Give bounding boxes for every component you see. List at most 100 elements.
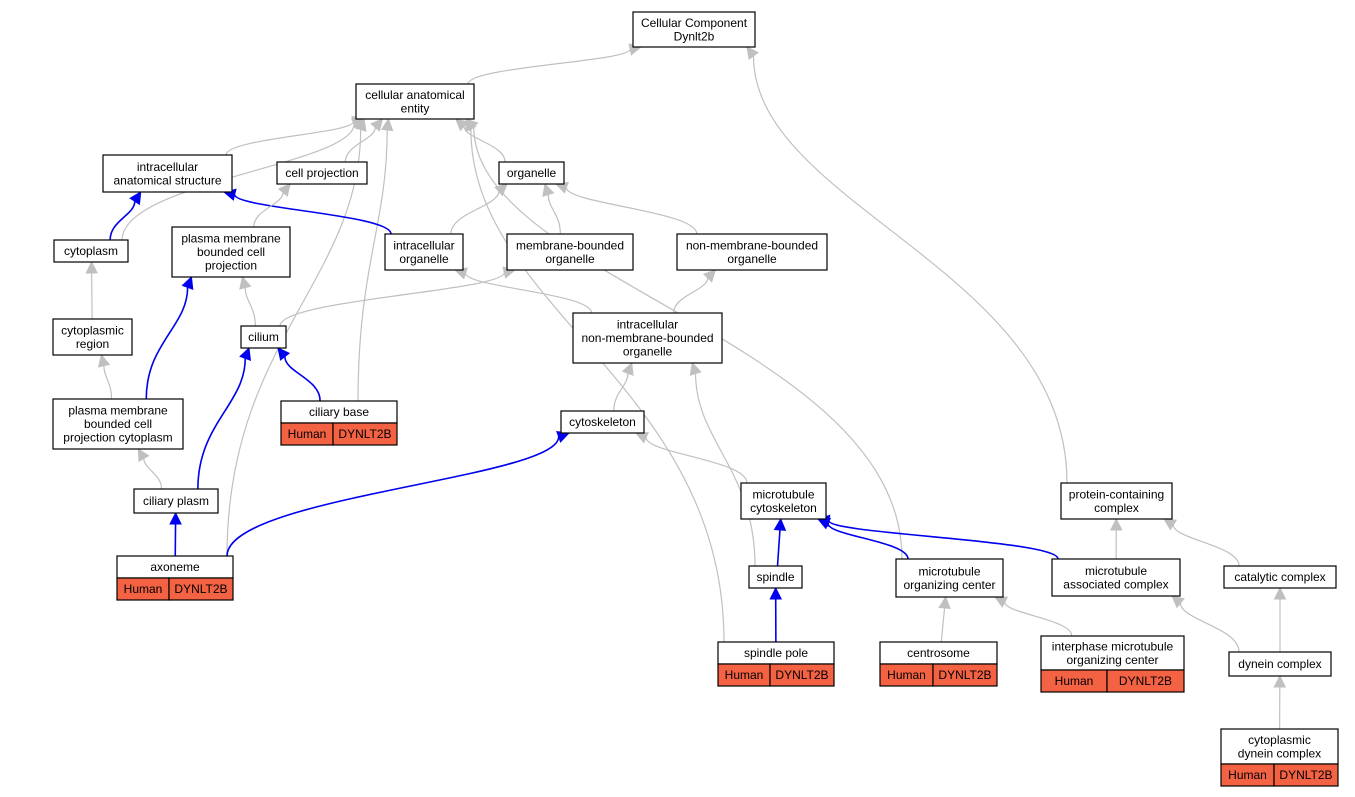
species-label: Human	[124, 582, 163, 596]
edge-line	[226, 436, 560, 557]
node-box	[1060, 482, 1173, 520]
node-label: microtubule	[752, 487, 814, 501]
node-cytoskeleton[interactable]: cytoskeleton	[560, 410, 645, 434]
node-label: cytoskeleton	[750, 501, 817, 515]
edge-spindle-to-microtubule-cytoskeleton	[773, 517, 787, 567]
node-label: ciliary plasm	[143, 494, 209, 508]
node-label: microtubule	[1085, 564, 1147, 578]
node-box	[560, 410, 645, 434]
edge-ciliary-plasm-to-plasma-membrane-bounded-cell-projection-cytoplasm	[137, 448, 163, 490]
gene-badge	[932, 663, 998, 687]
edge-arrowhead	[169, 511, 182, 525]
edge-microtubule-organizing-center-to-microtubule-cytoskeleton	[816, 517, 909, 560]
node-label: plasma membrane	[68, 404, 168, 418]
edge-arrowhead	[773, 517, 787, 531]
edge-protein-containing-complex-to-cellular-component	[746, 46, 1068, 484]
node-label: bounded cell	[84, 417, 152, 431]
node-intracellular-non-membrane-bounded-organelle[interactable]: intracellularnon-membrane-boundedorganel…	[572, 312, 723, 364]
edge-arrowhead	[137, 448, 150, 463]
node-box	[506, 233, 634, 271]
node-box	[748, 565, 803, 589]
edge-plasma-membrane-bounded-cell-projection-cytoplasm-to-cytoplasmic-region	[97, 353, 113, 400]
node-cilium[interactable]: cilium	[240, 325, 287, 349]
node-label: axoneme	[150, 560, 200, 574]
node-catalytic-complex[interactable]: catalytic complex	[1223, 565, 1337, 589]
node-label: centrosome	[907, 646, 970, 660]
edge-line	[694, 373, 756, 567]
node-label: organelle	[727, 252, 777, 266]
node-box	[1040, 635, 1185, 671]
edge-line	[645, 437, 748, 484]
edge-line	[197, 358, 247, 490]
node-label: organelle	[507, 166, 557, 180]
node-label: region	[76, 337, 109, 351]
gene-badge	[769, 663, 835, 687]
node-box	[740, 482, 827, 520]
species-label: Human	[887, 668, 926, 682]
node-label: organelle	[623, 345, 673, 359]
node-box	[676, 233, 828, 271]
edge-cytoplasm-to-intracellular-anatomical-structure	[109, 191, 142, 241]
node-box	[52, 318, 133, 356]
node-box	[498, 161, 565, 185]
node-cell-projection[interactable]: cell projection	[276, 161, 368, 185]
edge-arrowhead	[85, 260, 98, 274]
gene-badge	[1106, 669, 1185, 693]
edge-line	[613, 373, 629, 412]
node-spindle[interactable]: spindle	[748, 565, 803, 589]
node-label: complex	[1094, 501, 1139, 515]
edge-line	[109, 201, 136, 241]
gene-badge	[332, 422, 398, 446]
edge-line	[1004, 601, 1073, 637]
node-ciliary-plasm[interactable]: ciliary plasm	[133, 488, 219, 514]
node-box	[53, 239, 129, 263]
node-cytoplasm[interactable]: cytoplasm	[53, 239, 129, 263]
edge-microtubule-associated-complex-to-microtubule-cytoskeleton	[816, 514, 1059, 560]
node-organelle[interactable]: organelle	[498, 161, 565, 185]
edge-arrowhead	[380, 117, 394, 132]
gene-label: DYNLT2B	[938, 668, 991, 682]
edge-arrowhead	[181, 275, 194, 290]
edge-cytoplasmic-region-to-cytoplasm	[85, 260, 98, 320]
node-dynein-complex[interactable]: dynein complex	[1228, 651, 1332, 677]
edge-arrowhead	[277, 183, 291, 197]
node-label: Dynlt2b	[674, 29, 715, 43]
edge-arrowhead	[354, 117, 367, 132]
edge-spindle-to-intracellular-non-membrane-bounded-organelle	[689, 361, 756, 567]
gene-label: DYNLT2B	[1119, 674, 1172, 688]
edge-line	[776, 529, 781, 567]
node-label: intracellular	[393, 238, 454, 252]
edge-cytoplasmic-dynein-complex-to-dynein-complex	[1273, 674, 1287, 730]
edge-line	[940, 607, 946, 643]
node-box	[52, 398, 184, 450]
edge-line	[253, 192, 284, 228]
edge-arrowhead	[542, 182, 555, 197]
node-box	[240, 325, 287, 349]
edge-spindle-pole-to-cellular-anatomical-entity	[465, 117, 725, 643]
node-label: organelle	[399, 252, 449, 266]
node-box	[133, 488, 219, 514]
node-label: intracellular	[137, 160, 198, 174]
node-label: cytoplasmic	[1248, 733, 1311, 747]
edge-line	[547, 194, 561, 235]
